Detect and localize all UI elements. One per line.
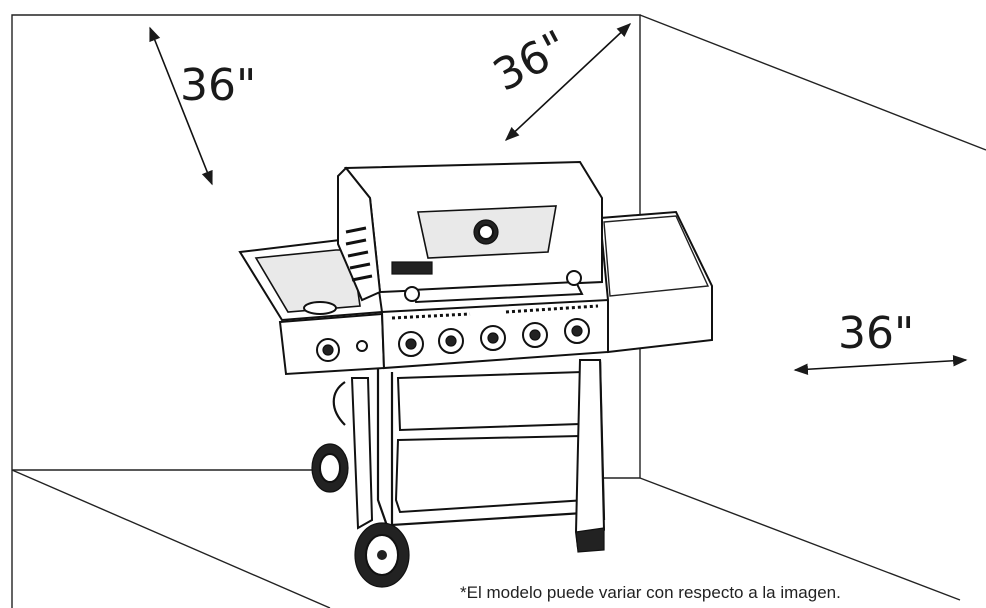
- dimension-label-left: 36": [180, 60, 256, 111]
- dimension-arrow-back: [504, 23, 632, 141]
- dimension-label-back: 36": [485, 21, 576, 102]
- wheel-front: [354, 522, 410, 588]
- grill-illustration: [238, 160, 713, 588]
- control-knobs: [398, 318, 590, 357]
- dimension-label-side: 36": [838, 308, 914, 359]
- wheel-back: [311, 443, 349, 493]
- footnote: *El modelo puede variar con respecto a l…: [460, 583, 841, 602]
- dimension-arrow-side: [793, 355, 968, 375]
- dimension-arrow-left: [149, 26, 213, 186]
